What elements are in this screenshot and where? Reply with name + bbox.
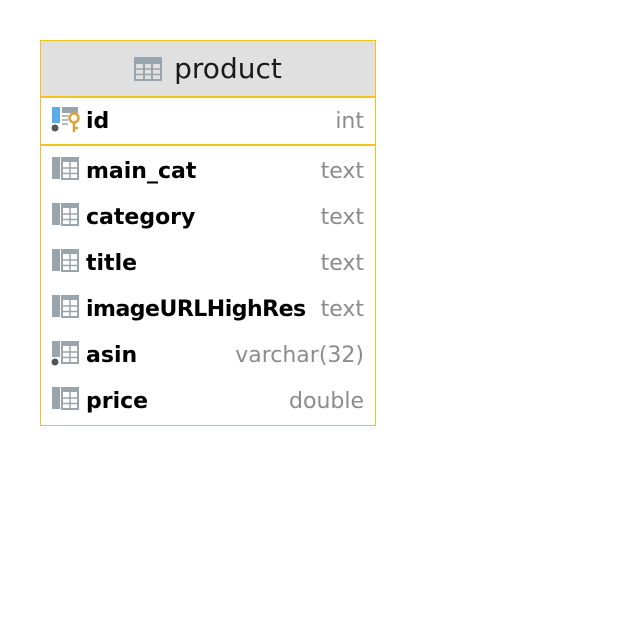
entity-header: product: [41, 41, 375, 98]
column-type: double: [289, 388, 364, 414]
column-icon: [52, 387, 79, 410]
column-type: int: [335, 108, 364, 134]
column-type: text: [320, 158, 364, 184]
column-row-imageurlhighres[interactable]: imageURLHighRes text: [41, 286, 375, 332]
entity-title: product: [174, 52, 282, 85]
column-type: varchar(32): [235, 342, 364, 368]
column-name: asin: [86, 342, 138, 368]
column-row-main-cat[interactable]: main_cat text: [41, 148, 375, 194]
column-name: imageURLHighRes: [86, 296, 306, 322]
primary-key-column-icon: [51, 107, 80, 132]
column-name: title: [86, 250, 138, 276]
not-null-column-icon: [51, 341, 79, 366]
table-icon: [134, 56, 163, 81]
primary-key-section: id int: [41, 98, 375, 146]
column-icon: [52, 157, 79, 180]
column-icon: [52, 203, 79, 226]
column-name: main_cat: [86, 158, 197, 184]
column-icon: [52, 295, 79, 318]
column-type: text: [320, 296, 364, 322]
column-row-category[interactable]: category text: [41, 194, 375, 240]
column-type: text: [320, 250, 364, 276]
column-name: price: [86, 388, 149, 414]
column-icon: [52, 249, 79, 272]
column-name: id: [86, 108, 110, 134]
column-name: category: [86, 204, 196, 230]
column-row-id[interactable]: id int: [41, 98, 375, 144]
column-row-price[interactable]: price double: [41, 378, 375, 424]
entity-product[interactable]: product id int: [40, 40, 376, 426]
column-type: text: [320, 204, 364, 230]
columns-section: main_cat text category text: [41, 146, 375, 425]
column-row-asin[interactable]: asin varchar(32): [41, 332, 375, 378]
column-row-title[interactable]: title text: [41, 240, 375, 286]
